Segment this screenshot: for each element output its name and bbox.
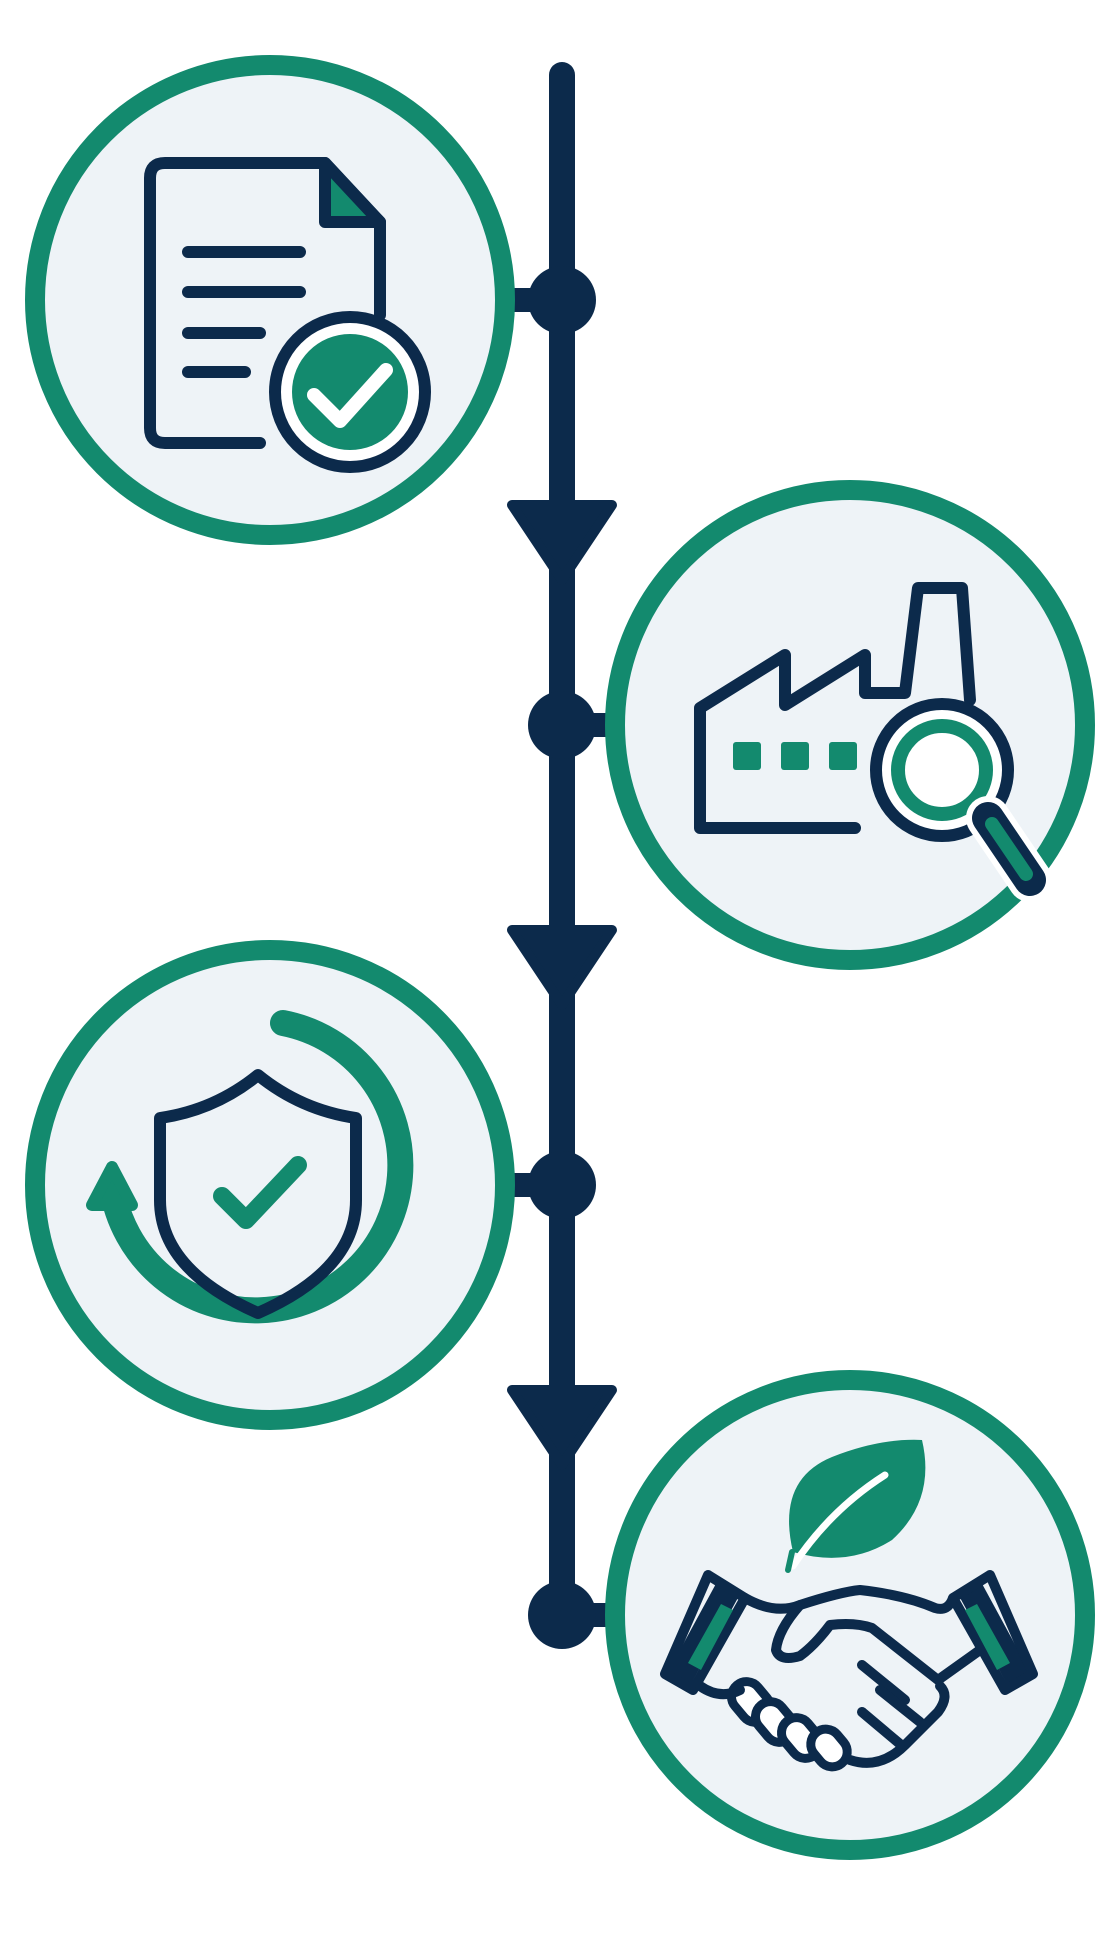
timeline-node	[528, 266, 596, 334]
timeline-node	[528, 691, 596, 759]
down-arrow-icon	[507, 1385, 617, 1470]
factory-inspection-icon	[694, 582, 1052, 902]
document-check-icon	[144, 157, 431, 473]
handshake-leaf-icon	[660, 1439, 1038, 1772]
step-4-handshake-partnership	[605, 1370, 1095, 1860]
step-2-factory-inspection	[605, 480, 1095, 970]
step-3-shield-renewal	[25, 940, 515, 1430]
step-1-document-approval	[25, 55, 515, 545]
timeline-node	[528, 1151, 596, 1219]
timeline-line	[493, 62, 627, 1649]
down-arrow-icon	[507, 500, 617, 585]
timeline-node	[528, 1581, 596, 1649]
down-arrow-icon	[507, 925, 617, 1010]
shield-renewal-icon	[86, 1010, 414, 1324]
